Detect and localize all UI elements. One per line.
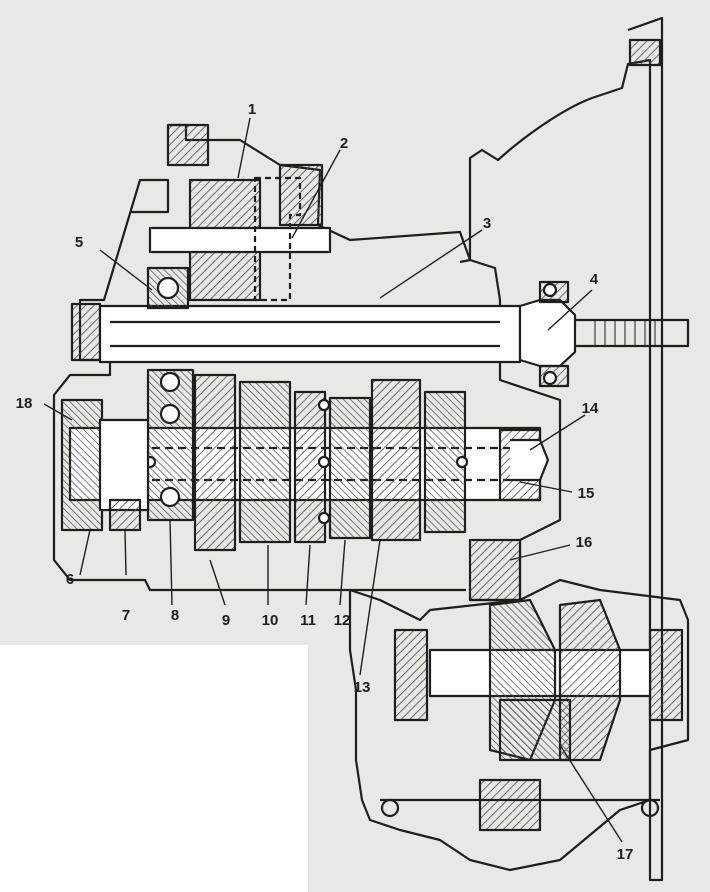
callout-3: 3 [482, 215, 492, 232]
part-7 [108, 498, 142, 532]
ring-gear-17 [498, 698, 572, 762]
left-diff-bearing [393, 628, 429, 722]
callout-4: 4 [589, 271, 599, 288]
callout-5: 5 [74, 234, 84, 251]
differential-housing [348, 578, 690, 872]
callout-2: 2 [339, 135, 349, 152]
callout-16: 16 [575, 534, 593, 551]
reverse-gear-dashed [253, 176, 302, 302]
callout-6: 6 [65, 571, 75, 588]
input-shaft [98, 304, 522, 364]
bell-housing-flange-top [628, 38, 662, 67]
gear-9 [193, 373, 237, 552]
blank-corner [0, 645, 308, 892]
callout-11: 11 [300, 612, 316, 629]
callout-13: 13 [353, 679, 371, 696]
left-housing [52, 178, 466, 592]
right-diff-bearing [648, 628, 684, 722]
gear-10 [238, 380, 292, 544]
input-shaft-end [518, 298, 577, 368]
left-end-cap [70, 302, 102, 362]
synchro-13 [370, 378, 422, 542]
callout-12: 12 [333, 612, 351, 629]
input-shaft-spline [575, 318, 690, 348]
gear-12 [328, 396, 372, 540]
leader-lines [43, 117, 623, 843]
callout-7: 7 [121, 607, 131, 624]
callout-15: 15 [577, 485, 595, 502]
upper-shaft [148, 226, 332, 254]
callout-18: 18 [15, 395, 33, 412]
callout-10: 10 [261, 612, 279, 629]
housing-wall-16 [468, 538, 522, 602]
callout-8: 8 [170, 607, 180, 624]
left-end-cup [60, 398, 104, 532]
upper-housing [168, 123, 562, 602]
bottom-pinion [478, 778, 542, 832]
callout-9: 9 [221, 612, 231, 629]
top-boss [166, 123, 210, 167]
callout-1: 1 [247, 101, 257, 118]
callout-14: 14 [581, 400, 599, 417]
callout-17: 17 [616, 846, 634, 863]
